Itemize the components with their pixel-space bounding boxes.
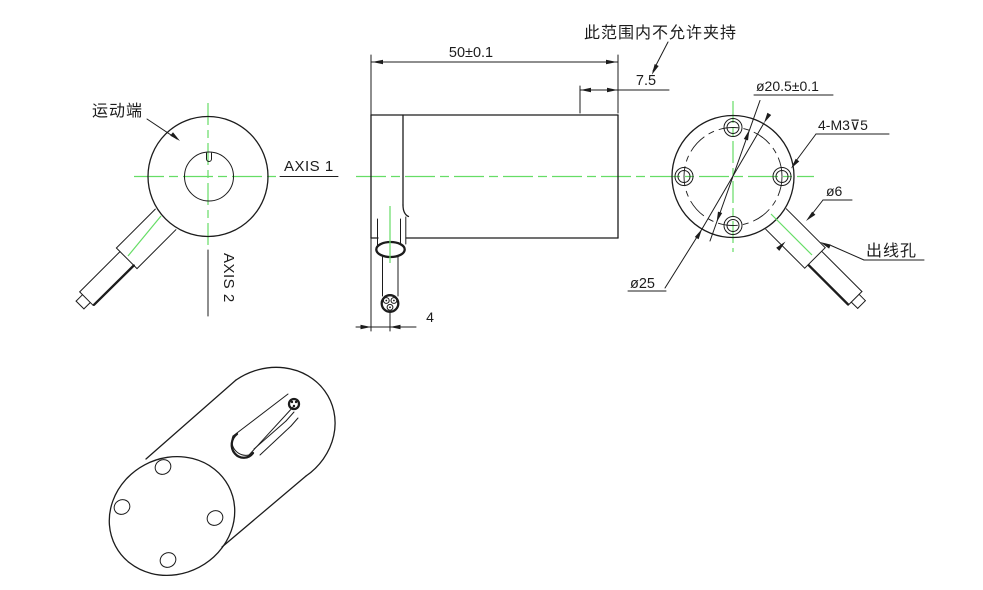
cable-shadow-line: [92, 264, 135, 306]
iso-hole: [206, 510, 224, 526]
arrowhead: [372, 59, 383, 65]
side-view: 50±0.1 7.5 此范围内不允许夹持 4: [355, 24, 814, 332]
cable-sleeve-edge: [115, 208, 156, 249]
arrowhead: [776, 241, 786, 251]
tapped-hole: [674, 167, 694, 186]
iso-cable-crimp: [290, 417, 299, 427]
dim-leader: [664, 228, 703, 289]
cable-tip: [75, 294, 83, 302]
iso-hole: [154, 459, 172, 475]
length-dim: 50±0.1: [449, 45, 493, 61]
cable-tip: [858, 293, 866, 302]
cable-cap: [848, 291, 863, 306]
arrowhead: [806, 211, 816, 221]
arrowhead: [170, 132, 180, 141]
outlet-label: 出线孔: [866, 242, 917, 260]
cable-sleeve-edge: [765, 228, 806, 269]
wire: [382, 297, 390, 304]
wire-core: [389, 306, 391, 309]
cable-tip: [850, 301, 859, 309]
iso-hole: [113, 499, 131, 515]
cable-cap: [79, 291, 94, 306]
wire-bundle: [380, 294, 400, 313]
cable-sleeve-edge: [785, 208, 826, 249]
cable-tip-end: [75, 300, 85, 310]
iso-back-arc: [235, 366, 336, 477]
arrowhead: [607, 87, 618, 93]
cable-dia-dim: ø6: [826, 183, 843, 199]
arrowhead: [606, 59, 617, 65]
outlet-leader: [830, 245, 865, 261]
arrowhead: [390, 324, 401, 330]
cable-sleeve-edge: [136, 229, 177, 270]
clamp-zone-dim: 7.5: [636, 73, 656, 89]
cable-tip-end: [857, 300, 866, 309]
arrowhead: [791, 158, 800, 169]
rear-view: ø20.5±0.1 ø25 4-M3⊽5 ø6 出线孔: [627, 78, 925, 309]
bolt-circle-dim: ø20.5±0.1: [756, 78, 819, 94]
iso-hole: [159, 552, 177, 568]
iso-front-face: [108, 455, 236, 577]
cable-edge: [79, 251, 121, 293]
outer-dia-dim: ø25: [630, 276, 655, 292]
tapped-hole: [723, 118, 743, 137]
cable-tip: [83, 302, 91, 310]
arrowhead: [580, 87, 591, 93]
axis1-label: AXIS 1: [284, 158, 334, 175]
iso-cable-edge: [259, 425, 292, 456]
cable-offset-dim: 4: [426, 309, 434, 325]
outer-body-circle: [147, 115, 269, 238]
iso-cable-hole-rim: [230, 432, 255, 459]
arrowhead: [651, 64, 659, 75]
iso-cable-crimp: [285, 411, 295, 422]
iso-slot-edge: [232, 393, 289, 437]
iso-wire-bundle: [287, 397, 301, 411]
axis2-label: AXIS 2: [220, 253, 237, 303]
iso-body-top: [145, 379, 237, 460]
iso-cable-edge: [253, 420, 287, 450]
cable-centerline: [770, 213, 813, 256]
arrowhead: [743, 129, 750, 141]
outer-body-circle: [671, 114, 795, 239]
tapped-hole: [772, 167, 792, 186]
cable-edge: [821, 250, 863, 292]
dim-line-outer-dia: [701, 122, 765, 230]
wire-core: [385, 299, 388, 302]
clamp-note: 此范围内不允许夹持: [584, 24, 737, 42]
shaft-bore-circle: [184, 151, 234, 202]
isometric-view: [108, 366, 336, 577]
arrowhead: [716, 211, 723, 223]
front-view: 运动端 AXIS 1 AXIS 2: [75, 102, 339, 317]
cable-shadow-line: [807, 264, 850, 306]
motion-end-label: 运动端: [92, 102, 143, 120]
slot-fillet: [402, 204, 410, 218]
keyway-slot: [206, 152, 212, 162]
cable-centerline: [127, 215, 162, 257]
bolt-circle: [683, 127, 783, 226]
arrowhead: [820, 242, 831, 249]
iso-wire-core: [292, 404, 296, 408]
tapped-hole: [723, 216, 743, 235]
iso-wire-core: [290, 400, 294, 404]
wire: [386, 303, 394, 311]
thread-spec: 4-M3⊽5: [818, 117, 868, 133]
wire: [390, 297, 398, 304]
iso-wire-core: [294, 400, 298, 404]
iso-body-bottom: [221, 475, 307, 548]
arrowhead: [694, 229, 702, 240]
arrowhead: [764, 112, 772, 123]
wire-core: [393, 299, 395, 302]
arrowhead: [360, 324, 371, 330]
